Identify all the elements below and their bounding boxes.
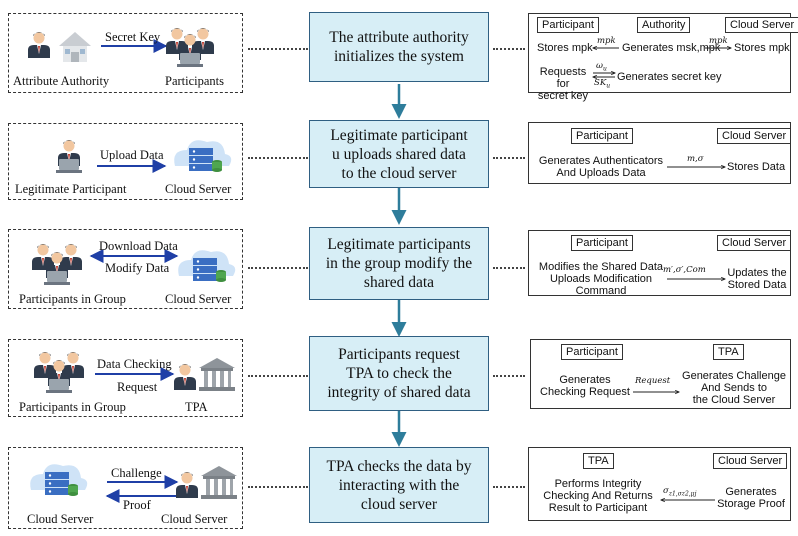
role-participant: Participant <box>571 128 633 144</box>
action-text: Generates Storage Proof <box>717 486 785 510</box>
step-box-4: Participants request TPA to check the in… <box>309 336 489 411</box>
action-text: Requests for secret key <box>537 66 589 102</box>
protocol-panel-1: Participant Authority Cloud Server Store… <box>528 13 798 102</box>
role-cloud-server: Cloud Server <box>713 453 788 469</box>
message-label: ωu <box>596 61 607 73</box>
message-label: SKu <box>594 78 611 90</box>
left-panel-4: Data Checking Request Participants in Gr… <box>8 339 243 417</box>
to-label: Participants <box>165 74 225 88</box>
from-label: Cloud Server <box>27 512 94 526</box>
step-box-3: Legitimate participants in the group mod… <box>309 227 489 300</box>
cloud-server-icon <box>174 140 232 172</box>
from-label: Legitimate Participant <box>15 182 127 196</box>
from-label: Participants in Group <box>19 400 126 414</box>
to-label: TPA <box>185 400 208 414</box>
to-label: Cloud Server <box>165 292 232 306</box>
action-text: Generates msk,mpk <box>622 42 721 54</box>
person-icon <box>174 364 196 390</box>
role-participant: Participant <box>561 344 623 360</box>
message-label: σz1,σz2,μj <box>663 486 697 498</box>
protocol-panel-3: Participant Cloud Server Modifies the Sh… <box>528 230 792 297</box>
to-label: Cloud Server <box>161 512 228 526</box>
protocol-panel-4: Participant TPA Generates Checking Reque… <box>530 339 791 409</box>
message-label: mpk <box>597 36 616 46</box>
dots-right-2 <box>493 157 525 159</box>
role-cloud-server: Cloud Server <box>717 128 792 144</box>
participants-group-icon <box>34 352 84 393</box>
dots-right-1 <box>493 48 525 50</box>
arrow-label-top: Download Data <box>99 239 178 253</box>
person-icon <box>28 32 50 58</box>
person-icon <box>176 472 198 498</box>
from-label: Participants in Group <box>19 292 126 306</box>
step-box-5: TPA checks the data by interacting with … <box>309 447 489 523</box>
to-label: Cloud Server <box>165 182 232 196</box>
role-participant: Participant <box>571 235 633 251</box>
arrow-label-top: Challenge <box>111 466 162 480</box>
left-panel-5: Challenge Proof Cloud Server Cloud Serve… <box>8 447 243 529</box>
action-text: Stores Data <box>727 161 786 173</box>
action-text: Generates secret key <box>617 71 722 83</box>
role-participant: Participant <box>537 17 599 33</box>
action-text: Generates Checking Request <box>540 374 630 398</box>
bank-icon <box>201 466 237 499</box>
action-text: Modifies the Shared Data Uploads Modific… <box>538 261 664 297</box>
action-text: Performs Integrity Checking And Returns … <box>543 478 653 514</box>
protocol-panel-2: Participant Cloud Server Generates Authe… <box>528 122 792 184</box>
action-text: Generates Authenticators And Uploads Dat… <box>538 155 664 179</box>
step-box-1: The attribute authority initializes the … <box>309 12 489 82</box>
dots-right-5 <box>493 486 525 488</box>
message-label: m,σ <box>687 154 704 164</box>
person-icon <box>56 140 82 173</box>
protocol-panel-5: TPA Cloud Server Performs Integrity Chec… <box>528 447 791 521</box>
bank-icon <box>199 358 235 391</box>
house-icon <box>59 32 91 62</box>
arrow-label-bottom: Modify Data <box>105 261 170 275</box>
action-text: Stores mpk <box>537 42 593 54</box>
participants-group-icon <box>32 244 82 285</box>
arrow-label-bottom: Request <box>117 380 158 394</box>
role-tpa: TPA <box>713 344 744 360</box>
message-label: Request <box>635 376 671 386</box>
dots-right-4 <box>493 375 525 377</box>
step-box-2: Legitimate participant u uploads shared … <box>309 120 489 188</box>
dots-left-5 <box>248 486 308 488</box>
cloud-server-icon <box>178 250 236 282</box>
arrow-label-top: Data Checking <box>97 357 172 371</box>
cloud-server-icon <box>30 464 88 496</box>
action-text: Updates the Stored Data <box>727 267 787 291</box>
role-tpa: TPA <box>583 453 614 469</box>
role-cloud-server: Cloud Server <box>725 17 798 33</box>
role-authority: Authority <box>637 17 691 33</box>
dots-left-1 <box>248 48 308 50</box>
from-label: Attribute Authority <box>13 74 110 88</box>
arrow-label-bottom: Proof <box>123 498 151 512</box>
dots-left-4 <box>248 375 308 377</box>
message-label: m′,σ′,Com <box>663 265 706 275</box>
dots-left-3 <box>248 267 308 269</box>
left-panel-1: Secret Key Attribute Authority Participa… <box>8 13 243 93</box>
arrow-label-top: Upload Data <box>100 148 164 162</box>
dots-right-3 <box>493 267 525 269</box>
action-text: Stores mpk <box>734 42 790 54</box>
message-label: mpk <box>709 36 728 46</box>
arrow-label-top: Secret Key <box>105 30 161 44</box>
action-text: Generates Challenge And Sends to the Clo… <box>682 370 786 406</box>
role-cloud-server: Cloud Server <box>717 235 792 251</box>
left-panel-3: Download Data Modify Data Participants i… <box>8 229 243 309</box>
left-panel-2: Upload Data Legitimate Participant Cloud… <box>8 123 243 200</box>
participants-group-icon <box>166 28 214 67</box>
dots-left-2 <box>248 157 308 159</box>
